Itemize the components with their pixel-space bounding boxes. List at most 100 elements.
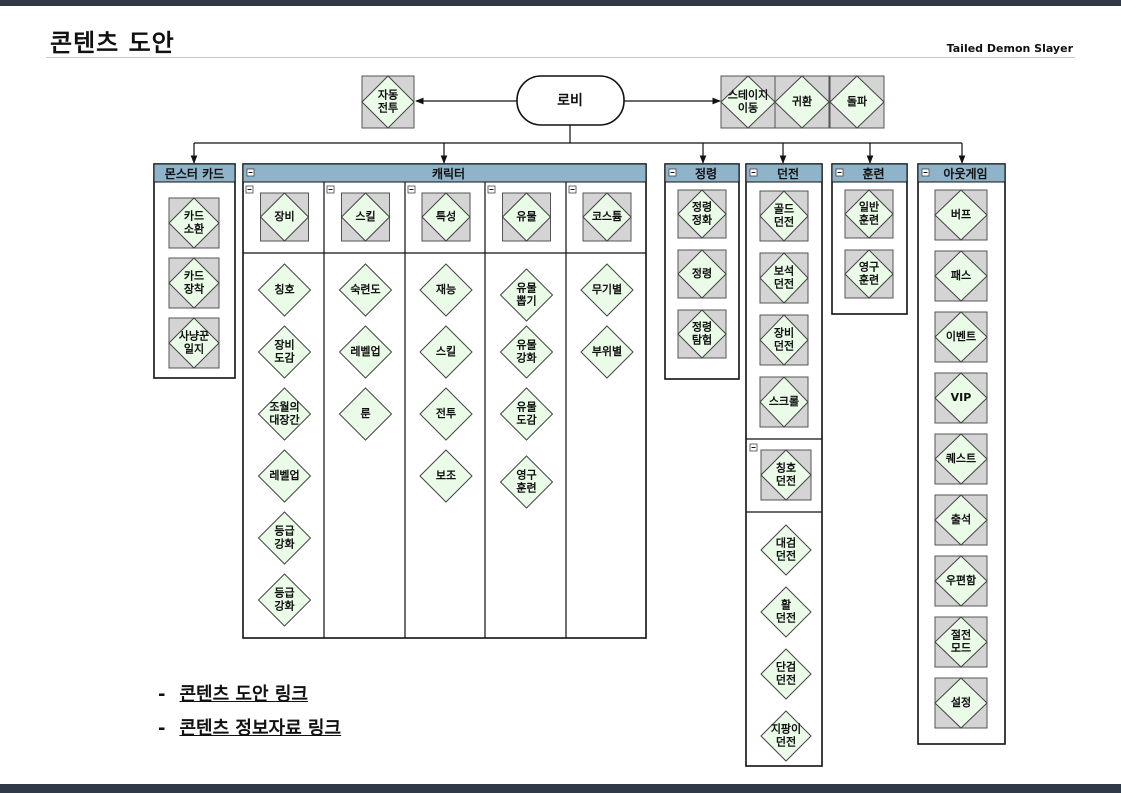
label-line: 스크롤 <box>769 395 799 408</box>
dungeon-item[interactable] <box>759 376 809 428</box>
character-leaf[interactable] <box>257 573 312 627</box>
monster-card-item[interactable] <box>168 197 220 249</box>
character-leaf[interactable] <box>338 263 393 317</box>
label-line: 단검 <box>776 660 796 674</box>
leaf-diamond <box>499 268 554 322</box>
monster-card-item[interactable] <box>168 257 220 309</box>
node-label: 우편함 <box>946 573 976 587</box>
collapse-icon[interactable] <box>246 168 255 177</box>
label-line: 자동 <box>378 88 398 102</box>
outgame-item[interactable] <box>934 372 988 424</box>
dungeon-item[interactable] <box>759 314 809 366</box>
character-column-head[interactable] <box>340 192 391 242</box>
label-line: 일지 <box>184 341 204 355</box>
label-line: 던전 <box>776 548 796 562</box>
character-leaf[interactable] <box>499 325 554 379</box>
collapse-icon[interactable] <box>921 168 930 177</box>
leaf-diamond <box>257 387 312 441</box>
character-leaf[interactable] <box>257 263 312 317</box>
dungeon-item[interactable] <box>759 190 809 242</box>
spirit-item[interactable] <box>677 309 727 359</box>
leaf-diamond <box>419 263 473 317</box>
character-leaf[interactable] <box>580 263 634 317</box>
label-line: 훈련 <box>859 212 879 226</box>
return-node[interactable] <box>774 75 830 129</box>
character-leaf[interactable] <box>419 449 473 503</box>
character-column-head[interactable] <box>259 192 310 242</box>
dungeon-sub-item[interactable] <box>760 524 812 576</box>
auto-battle-node[interactable] <box>361 75 415 129</box>
node-diamond <box>934 372 988 424</box>
title-dungeon-node[interactable] <box>760 449 812 501</box>
label-line: 던전 <box>776 734 796 748</box>
title-rule <box>46 57 1075 58</box>
character-column-head[interactable] <box>501 192 552 242</box>
character-leaf[interactable] <box>419 325 473 379</box>
node-diamond <box>759 376 809 428</box>
character-column-head[interactable] <box>421 192 471 242</box>
label-line: 캐릭터 <box>432 166 465 181</box>
collapse-icon[interactable] <box>407 185 416 194</box>
outgame-item[interactable] <box>934 555 988 607</box>
collapse-icon[interactable] <box>487 185 496 194</box>
leaf-diamond <box>257 449 312 503</box>
dungeon-item[interactable] <box>759 252 809 304</box>
node-label: 유물 <box>516 210 536 223</box>
outgame-item[interactable] <box>934 189 988 241</box>
dungeon-sub-item[interactable] <box>760 586 812 638</box>
label-line: 조월의 <box>269 400 299 414</box>
character-column-head[interactable] <box>582 192 632 242</box>
content-design-link[interactable]: 콘텐츠 도안 링크 <box>179 684 308 705</box>
character-leaf[interactable] <box>257 387 312 441</box>
character-leaf[interactable] <box>499 455 554 509</box>
outgame-item[interactable] <box>934 616 988 668</box>
dungeon-sub-item[interactable] <box>760 648 812 700</box>
stage-move-node[interactable] <box>720 75 776 129</box>
label-line: 지팡이 <box>771 722 801 736</box>
section-title: 몬스터 카드 <box>165 166 224 181</box>
outgame-item[interactable] <box>934 250 988 302</box>
collapse-icon[interactable] <box>668 168 677 177</box>
character-leaf[interactable] <box>338 387 393 441</box>
collapse-icon[interactable] <box>835 168 844 177</box>
monster-card-item[interactable] <box>168 317 220 369</box>
collapse-icon[interactable] <box>749 443 758 452</box>
node-diamond <box>760 449 812 501</box>
content-info-link[interactable]: 콘텐츠 정보자료 링크 <box>179 718 342 739</box>
character-leaf[interactable] <box>257 325 312 379</box>
label-line: 장비 <box>774 326 794 340</box>
leaf-diamond <box>499 387 554 441</box>
node-label: 설정 <box>951 695 971 709</box>
character-leaf[interactable] <box>499 268 554 322</box>
label-line: 우편함 <box>946 573 976 587</box>
breakthrough-node[interactable] <box>829 75 885 129</box>
character-leaf[interactable] <box>338 325 393 379</box>
character-leaf[interactable] <box>419 387 473 441</box>
leaf-diamond <box>760 586 812 638</box>
collapse-icon[interactable] <box>568 185 577 194</box>
spirit-item[interactable] <box>677 249 727 299</box>
character-leaf[interactable] <box>257 511 312 565</box>
spirit-item[interactable] <box>677 189 727 239</box>
outgame-item[interactable] <box>934 311 988 363</box>
node-diamond <box>421 192 471 242</box>
collapse-icon[interactable] <box>245 185 254 194</box>
collapse-icon[interactable] <box>749 168 758 177</box>
label-line: 스킬 <box>355 210 375 223</box>
collapse-icon[interactable] <box>326 185 335 194</box>
character-leaf[interactable] <box>419 263 473 317</box>
outgame-item[interactable] <box>934 677 988 729</box>
outgame-item[interactable] <box>934 494 988 546</box>
outgame-item[interactable] <box>934 433 988 485</box>
dungeon-sub-item[interactable] <box>760 710 812 762</box>
character-leaf[interactable] <box>257 449 312 503</box>
training-item[interactable] <box>844 249 894 299</box>
training-item[interactable] <box>844 189 894 239</box>
character-leaf[interactable] <box>580 325 634 379</box>
character-leaf[interactable] <box>499 387 554 441</box>
